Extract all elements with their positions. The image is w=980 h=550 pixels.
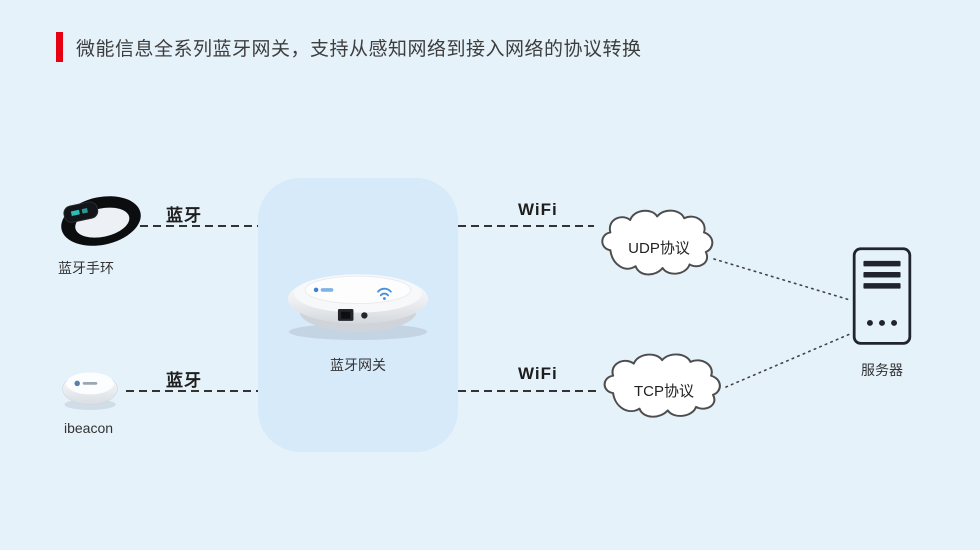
bracelet-label: 蓝牙手环 [58,260,114,276]
wifi-link-label-bottom: WiFi [518,364,558,383]
wifi-link-label-top: WiFi [518,200,558,219]
server-icon [852,247,912,345]
page-title: 微能信息全系列蓝牙网关，支持从感知网络到接入网络的协议转换 [76,38,642,60]
tcp-cloud-label: TCP协议 [633,382,694,400]
udp-cloud-label: UDP协议 [628,239,690,257]
cloud-icon [603,353,721,418]
bluetooth-gateway-icon [287,274,429,340]
udp-cloud: UDP协议 [596,204,722,284]
server-label: 服务器 [861,362,903,378]
ibeacon-device: ibeacon [58,364,128,436]
cloud-icon [601,209,714,276]
bluetooth-bracelet-icon [61,196,141,246]
gateway-panel: 蓝牙网关 [258,178,458,452]
bluetooth-link-label-top: 蓝牙 [166,206,202,225]
header: 微能信息全系列蓝牙网关，支持从感知网络到接入网络的协议转换 [56,32,642,62]
gateway-label: 蓝牙网关 [330,357,386,373]
ibeacon-icon [62,372,118,410]
ibeacon-label: ibeacon [64,420,114,436]
bracelet-device: 蓝牙手环 [54,188,150,278]
bluetooth-link-label-bottom: 蓝牙 [166,371,202,390]
tcp-cloud: TCP协议 [598,348,730,426]
title-accent-bar [56,32,63,62]
server-device: 服务器 [846,246,918,380]
